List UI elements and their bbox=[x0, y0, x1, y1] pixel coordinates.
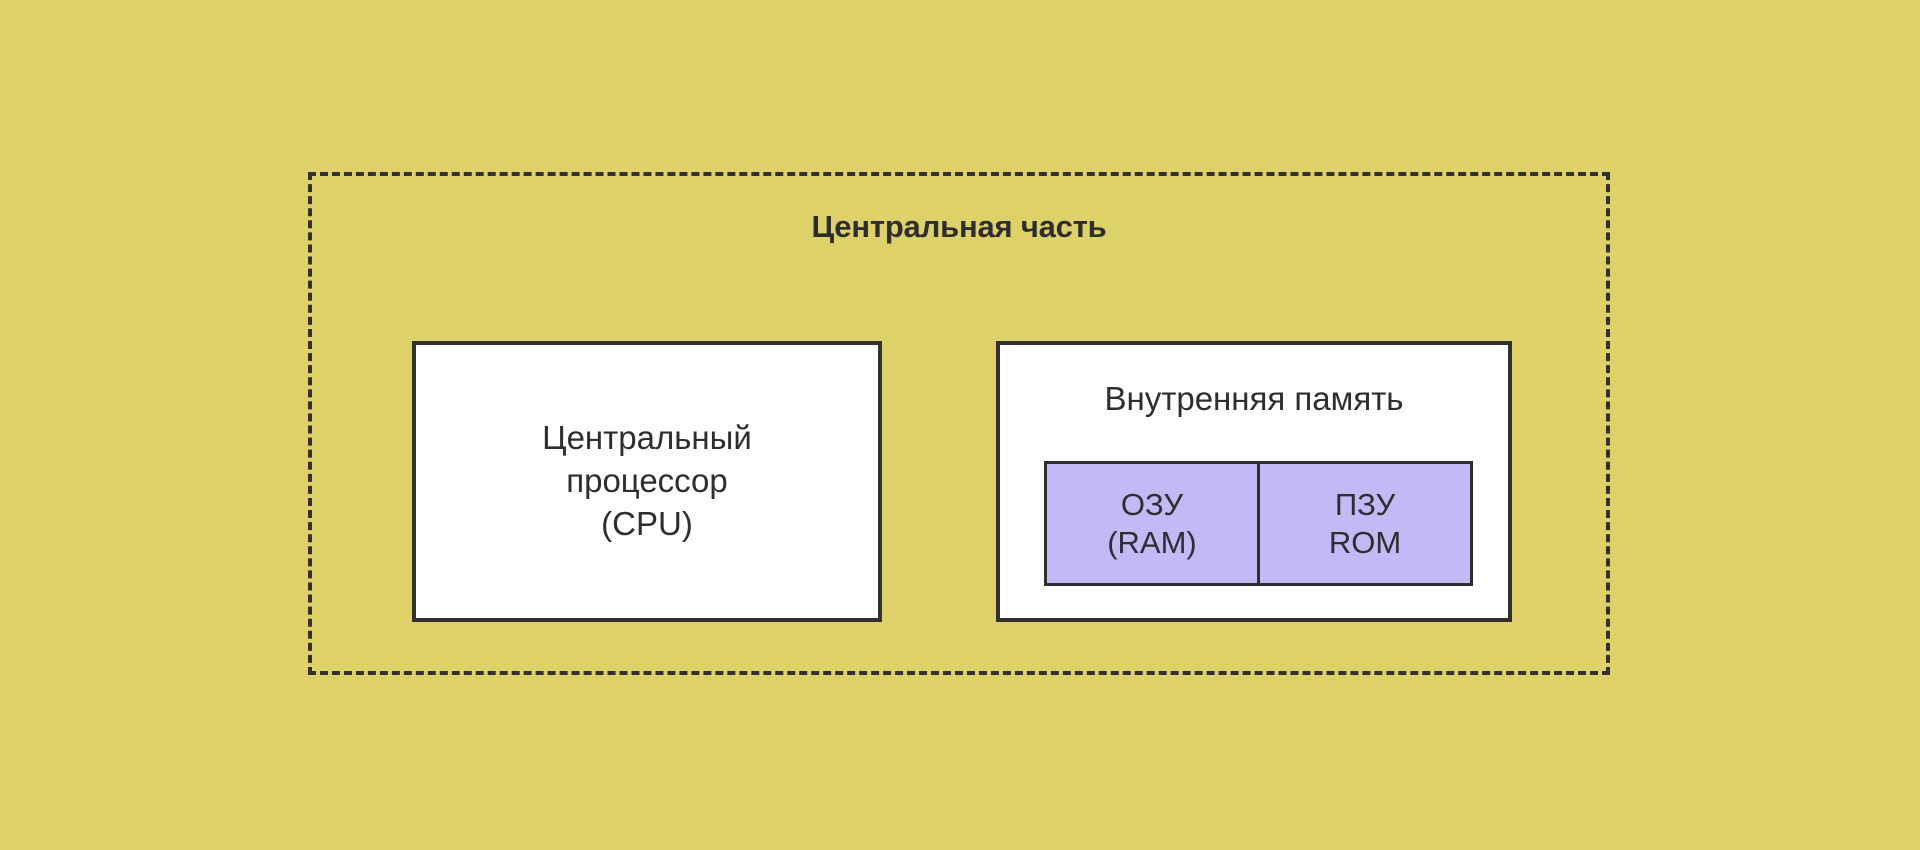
cpu-block: Центральный процессор (CPU) bbox=[412, 341, 882, 622]
internal-memory-block: Внутренняя память ОЗУ (RAM) ПЗУ ROM bbox=[996, 341, 1512, 622]
central-part-title: Центральная часть bbox=[811, 209, 1107, 244]
cpu-block-label: Центральный процессор (CPU) bbox=[542, 419, 752, 542]
memory-cells-group: ОЗУ (RAM) ПЗУ ROM bbox=[1044, 461, 1473, 586]
internal-memory-title: Внутренняя память bbox=[1104, 380, 1404, 417]
memory-cell-ram: ОЗУ (RAM) bbox=[1047, 464, 1257, 583]
central-part-container: Центральная часть Центральный процессор … bbox=[308, 172, 1610, 675]
memory-cell-rom: ПЗУ ROM bbox=[1257, 464, 1470, 583]
